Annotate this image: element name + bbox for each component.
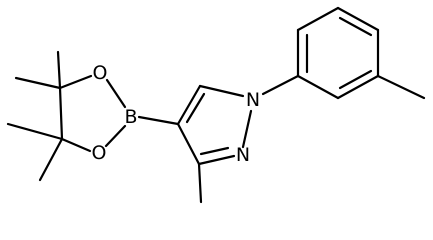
- atom-label-nitrogen-1: N: [246, 89, 260, 111]
- atom-label-boron: B: [124, 106, 137, 128]
- bond-c4-c5pyrazole-double: [185, 92, 206, 124]
- bond-c5-o1: [58, 74, 93, 90]
- bond-c4-me1: [6, 122, 64, 141]
- bond-c3-c4: [176, 122, 201, 166]
- molecule-structure: O B O N N: [6, 6, 426, 204]
- bond-n2-c3-double: [199, 146, 230, 156]
- bond-ar3-ar4-double: [338, 16, 373, 37]
- bond-o2-c4: [60, 137, 92, 153]
- bond-ar3-ar4: [336, 6, 380, 32]
- bond-n2-c3: [197, 154, 236, 166]
- atom-label-oxygen-bottom: O: [92, 142, 107, 164]
- bond-c5-me1: [56, 50, 62, 90]
- bond-c5-me2: [14, 76, 62, 90]
- bond-c3-methyl: [197, 162, 203, 204]
- bond-c4-me2: [38, 137, 64, 182]
- bond-c4-c5pyrazole: [176, 84, 202, 126]
- bond-ar6-ar1: [296, 74, 340, 100]
- atom-label-oxygen-top: O: [93, 62, 108, 84]
- bond-ar5-ar6: [336, 74, 380, 100]
- bond-c5-n1: [198, 84, 245, 98]
- bond-ar5-ar6-double: [338, 69, 373, 90]
- bond-o1-b: [105, 78, 127, 109]
- bond-ar5-methyl: [376, 74, 426, 100]
- bond-n1-aryl: [261, 74, 300, 96]
- bond-b-o2: [104, 124, 127, 148]
- atom-label-nitrogen-2: N: [236, 144, 250, 166]
- bond-n1-n2: [241, 109, 253, 149]
- bond-b-c4pyrazole: [137, 115, 180, 126]
- bond-ar2-ar3: [296, 6, 340, 32]
- bond-c4-c5: [58, 86, 64, 141]
